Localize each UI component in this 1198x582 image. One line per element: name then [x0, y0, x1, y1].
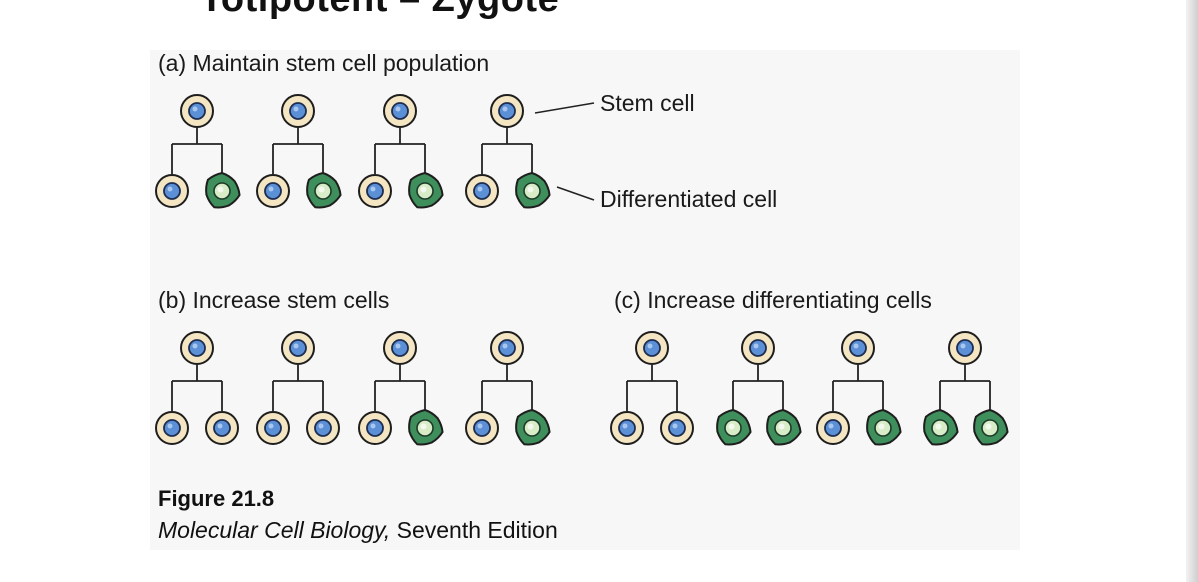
stem-cell-callout-line [534, 102, 595, 114]
parent-stem-cell [948, 331, 982, 365]
panel-a-label: (a) Maintain stem cell population [158, 50, 490, 76]
parent-stem-cell [841, 331, 875, 365]
panel-c-label: (c) Increase differentiating cells [614, 287, 932, 313]
figure-panel [150, 50, 1020, 550]
panel-b-division-2 [256, 331, 340, 445]
daughter-stem-cell-1 [465, 411, 499, 445]
daughter-stem-cell-1 [610, 411, 644, 445]
panel-b-cells [155, 331, 551, 446]
panel-a-division-1 [155, 94, 241, 209]
panel-c-division-1 [610, 331, 694, 445]
panel-b-label: (b) Increase stem cells [158, 287, 390, 313]
daughter-stem-cell-1 [358, 174, 392, 208]
daughter-differentiated-cell-2 [766, 408, 802, 446]
panel-b-division-3 [358, 331, 444, 446]
daughter-stem-cell-1 [816, 411, 850, 445]
daughter-stem-cell-1 [358, 411, 392, 445]
parent-stem-cell [383, 331, 417, 365]
parent-stem-cell [490, 331, 524, 365]
panel-c-division-3 [816, 331, 902, 446]
differentiated-cell-callout-line [556, 186, 595, 201]
daughter-stem-cell-2 [306, 411, 340, 445]
book-citation: Molecular Cell Biology, Seventh Edition [158, 517, 558, 544]
parent-stem-cell [180, 94, 214, 128]
panel-a-cells [155, 94, 551, 209]
panel-a-division-4 [465, 94, 551, 209]
page-title: Totipotent – Zygote [200, 0, 559, 21]
parent-stem-cell [635, 331, 669, 365]
book-title: Molecular Cell Biology, [158, 517, 391, 543]
parent-stem-cell [180, 331, 214, 365]
daughter-differentiated-cell-1 [716, 408, 752, 446]
daughter-stem-cell-2 [205, 411, 239, 445]
book-edition: Seventh Edition [390, 517, 558, 543]
parent-stem-cell [281, 94, 315, 128]
daughter-differentiated-cell-2 [973, 408, 1009, 446]
daughter-differentiated-cell-1 [923, 408, 959, 446]
daughter-stem-cell-1 [465, 174, 499, 208]
daughter-stem-cell-2 [660, 411, 694, 445]
panel-b-division-1 [155, 331, 239, 445]
panel-b-division-4 [465, 331, 551, 446]
daughter-stem-cell-1 [256, 174, 290, 208]
daughter-differentiated-cell-2 [515, 171, 551, 209]
window-edge [1186, 0, 1198, 582]
panel-c-division-2 [716, 331, 802, 446]
daughter-stem-cell-1 [155, 174, 189, 208]
daughter-stem-cell-1 [155, 411, 189, 445]
daughter-differentiated-cell-2 [408, 408, 444, 446]
daughter-differentiated-cell-2 [205, 171, 241, 209]
parent-stem-cell [383, 94, 417, 128]
stem-cell-label: Stem cell [600, 90, 695, 116]
panel-c-cells [610, 331, 1009, 446]
daughter-differentiated-cell-2 [515, 408, 551, 446]
figure-number: Figure 21.8 [158, 486, 275, 511]
parent-stem-cell [281, 331, 315, 365]
panel-a-division-2 [256, 94, 342, 209]
daughter-differentiated-cell-2 [306, 171, 342, 209]
daughter-stem-cell-1 [256, 411, 290, 445]
panel-a-division-3 [358, 94, 444, 209]
parent-stem-cell [741, 331, 775, 365]
daughter-differentiated-cell-2 [866, 408, 902, 446]
parent-stem-cell [490, 94, 524, 128]
daughter-differentiated-cell-2 [408, 171, 444, 209]
differentiated-cell-label: Differentiated cell [600, 186, 778, 212]
panel-c-division-4 [923, 331, 1009, 446]
